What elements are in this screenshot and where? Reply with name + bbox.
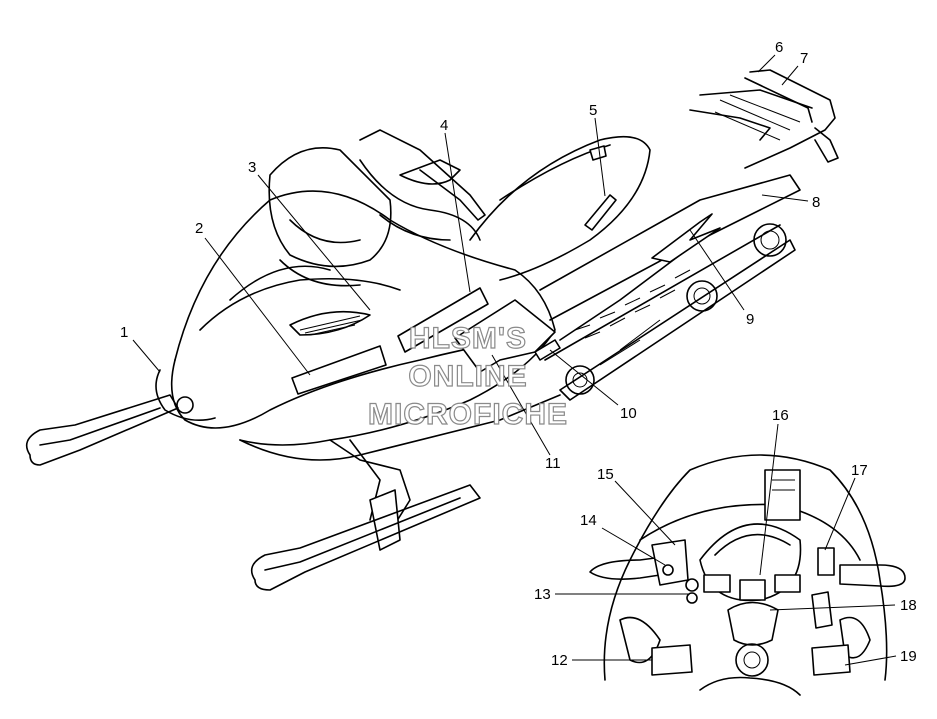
callout-8: 8 xyxy=(812,194,820,211)
callout-4: 4 xyxy=(440,117,448,134)
watermark-line-1: HLSM'S xyxy=(409,322,527,355)
callout-17: 17 xyxy=(851,462,868,479)
watermark-line-3: MICROFICHE xyxy=(368,398,568,431)
dashboard-inset-illustration xyxy=(589,454,906,696)
callout-15: 15 xyxy=(597,466,614,483)
callout-10: 10 xyxy=(620,405,637,422)
callout-14: 14 xyxy=(580,512,597,529)
callout-labels: 1 2 3 4 5 6 7 8 9 10 11 12 13 14 15 16 1… xyxy=(120,39,917,669)
callout-2: 2 xyxy=(195,220,203,237)
callout-11: 11 xyxy=(545,455,561,472)
callout-5: 5 xyxy=(589,102,597,119)
watermark: HLSM'S ONLINE MICROFICHE xyxy=(367,321,568,431)
callout-7: 7 xyxy=(800,50,808,67)
callout-6: 6 xyxy=(775,39,783,56)
callout-3: 3 xyxy=(248,159,256,176)
callout-1: 1 xyxy=(120,324,128,341)
callout-16: 16 xyxy=(772,407,789,424)
callout-12: 12 xyxy=(551,652,568,669)
leader-lines xyxy=(132,54,897,666)
callout-9: 9 xyxy=(746,311,754,328)
callout-18: 18 xyxy=(900,597,917,614)
callout-13: 13 xyxy=(534,586,551,603)
callout-19: 19 xyxy=(900,648,917,665)
snowmobile-illustration xyxy=(25,69,839,591)
watermark-line-2: ONLINE xyxy=(408,360,527,393)
